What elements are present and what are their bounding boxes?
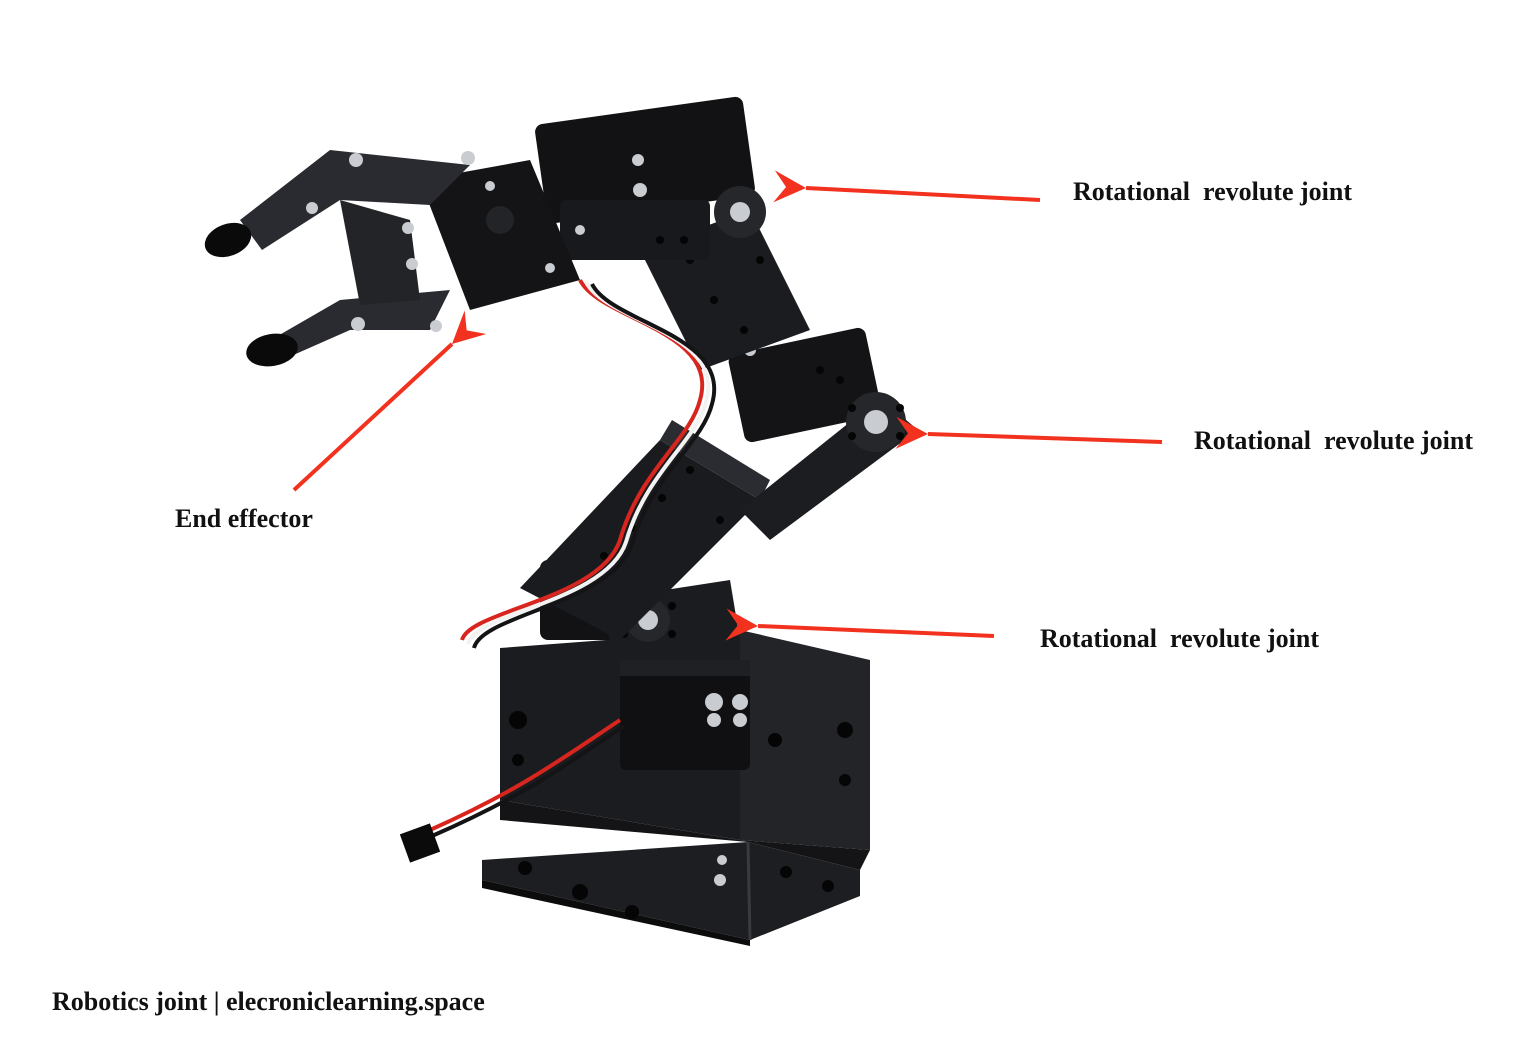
gripper-fingers [204,150,475,367]
arrow-joint-3 [725,608,995,641]
gripper-servo [420,160,580,310]
arrow-joint-2 [895,416,1163,449]
figure-caption: Robotics joint | elecroniclearning.space [52,987,485,1016]
base-plate [482,841,860,946]
label-end-effector: End effector [175,504,313,533]
arrow-end-effector [292,310,487,492]
base-servo [620,660,750,770]
label-rotational-revolute-joint-1: Rotational revolute joint [1073,177,1352,206]
label-rotational-revolute-joint-2: Rotational revolute joint [1194,426,1473,455]
robotic-arm-illustration [204,96,918,946]
arrow-joint-1 [773,170,1041,203]
annotation-arrows [292,170,1163,641]
label-rotational-revolute-joint-3: Rotational revolute joint [1040,624,1319,653]
servo-wires [399,278,717,863]
elbow-joint [728,327,918,540]
wrist-servo [535,96,766,260]
